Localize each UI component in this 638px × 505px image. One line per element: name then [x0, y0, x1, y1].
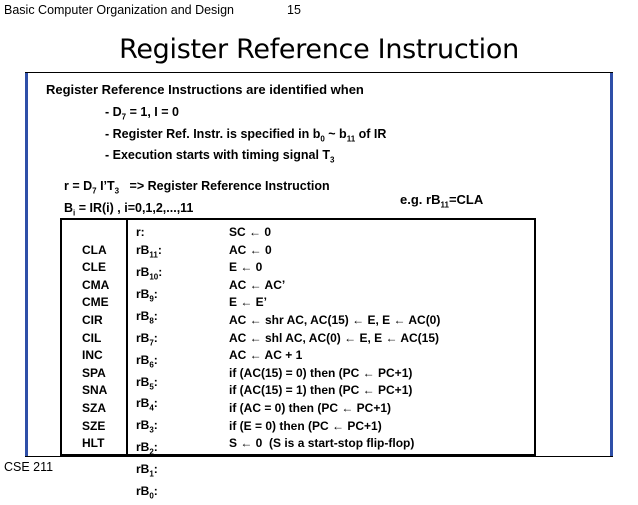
table-cell-mnemonic: CIL — [82, 330, 102, 345]
table-cell-condition: rB9: — [136, 286, 158, 303]
definition-r: r = D7 I’T3 => Register Reference Instru… — [64, 179, 330, 196]
table-cell-operation: AC ← 0 — [229, 242, 272, 257]
header-course: Basic Computer Organization and Design — [4, 3, 234, 17]
table-cell-mnemonic: SPA — [82, 365, 106, 380]
table-cell-mnemonic: CIR — [82, 312, 103, 327]
table-cell-mnemonic: SZE — [82, 418, 106, 433]
table-cell — [82, 224, 109, 242]
frame-stripe-right — [610, 73, 613, 456]
table-cell-condition: rB8: — [136, 308, 158, 325]
table-cell-condition: rB7: — [136, 330, 158, 347]
bullet-item: - D7 = 1, I = 0 — [105, 105, 179, 122]
frame-stripe-left — [25, 73, 28, 456]
table-cell-operation: AC ← shl AC, AC(0) ← E, E ← AC(15) — [229, 330, 440, 345]
definitions: r = D7 I’T3 => Register Reference Instru… — [64, 178, 330, 221]
table-cell-condition: rB4: — [136, 396, 158, 413]
table-cell-operation: if (AC(15) = 0) then (PC ← PC+1) — [229, 365, 413, 380]
table-cell-condition: rB1: — [136, 462, 158, 479]
table-cell-mnemonic: HLT — [82, 436, 105, 451]
table-cell-condition: rB5: — [136, 374, 158, 391]
table-cell-condition: rB3: — [136, 418, 158, 435]
table-cell-operation: if (AC = 0) then (PC ← PC+1) — [229, 400, 392, 415]
table-cell-mnemonic: CLA — [82, 242, 107, 257]
table-cell-condition: rB11: — [136, 242, 162, 259]
bullet-item: - Execution starts with timing signal T3 — [105, 148, 335, 165]
table-cell: SC ← 0 — [229, 225, 272, 239]
table-cell-operation: E ← E’ — [229, 295, 268, 310]
table-cell-operation: if (AC(15) = 1) then (PC ← PC+1) — [229, 383, 413, 398]
table-cell-operation: AC ← AC + 1 — [229, 348, 303, 363]
table-cell: r: — [136, 225, 145, 239]
header-page-number: 15 — [287, 3, 301, 17]
table-cell-mnemonic: INC — [82, 348, 103, 363]
table-cell-condition: rB6: — [136, 352, 158, 369]
intro-text: Register Reference Instructions are iden… — [46, 82, 364, 97]
table-cell-operation: E ← 0 — [229, 260, 263, 275]
definition-bi: Bi = IR(i) , i=0,1,2,...,11 — [64, 200, 194, 218]
table-cell-mnemonic: CMA — [82, 277, 110, 292]
column-mnemonic: CLA CLE CMA CME CIR CIL INC SPA SNA SZA SZE HLT — [82, 224, 109, 453]
table-cell-mnemonic: CME — [82, 295, 109, 310]
bullet-item: - Register Ref. Instr. is specified in b… — [105, 126, 387, 144]
table-cell-condition: rB0: — [136, 484, 158, 501]
table-cell-mnemonic: SNA — [82, 383, 108, 398]
bullet-list: - D7 = 1, I = 0 - Register Ref. Instr. i… — [105, 104, 386, 169]
table-cell-operation: AC ← AC’ — [229, 277, 286, 292]
table-cell-operation: AC ← shr AC, AC(15) ← E, E ← AC(0) — [229, 312, 441, 327]
table-cell-condition: rB10: — [136, 264, 163, 281]
table-cell-mnemonic: CLE — [82, 260, 106, 275]
table-cell-condition: rB2: — [136, 440, 158, 457]
slide-title: Register Reference Instruction — [119, 34, 519, 65]
table-cell-operation: S ← 0 (S is a start-stop flip-flop) — [229, 436, 415, 451]
example-note: e.g. rB11=CLA — [400, 192, 484, 210]
slide-frame — [25, 72, 613, 457]
table-cell-mnemonic: SZA — [82, 400, 106, 415]
column-condition: r: rB11: rB10: rB9: rB8: rB7: rB6: rB5: rB4: rB3… — [136, 224, 162, 505]
column-operation: SC ← 0 AC ← 0 E ← 0 AC ← AC’ E ← E’ AC ← shr… — [229, 224, 440, 453]
table-cell-operation: if (E = 0) then (PC ← PC+1) — [229, 418, 382, 433]
table-divider — [126, 220, 128, 454]
footer-course-code: CSE 211 — [4, 460, 54, 474]
